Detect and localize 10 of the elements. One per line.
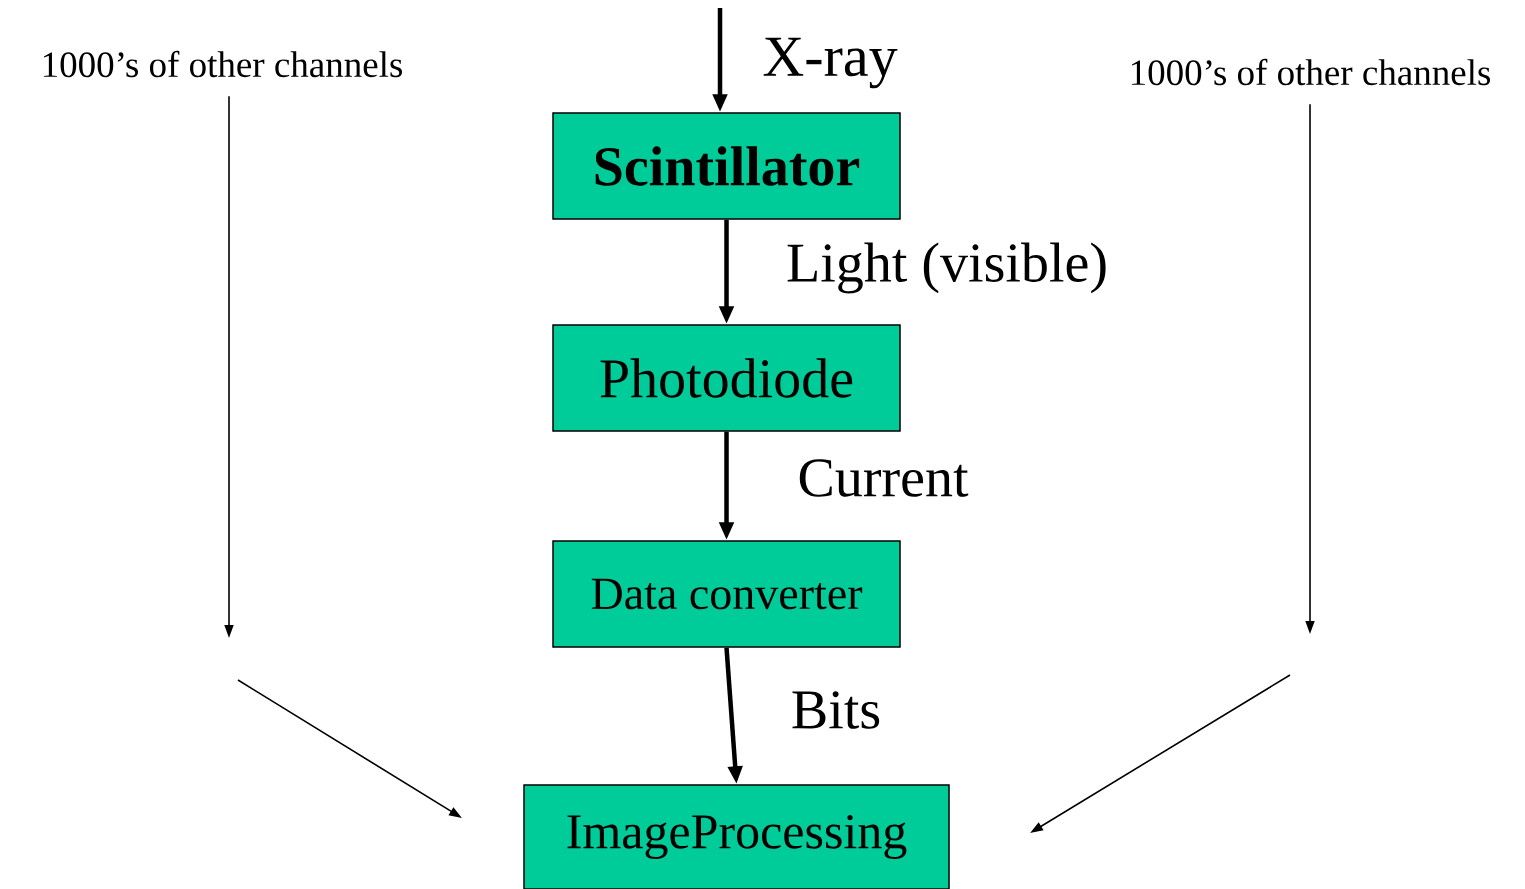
edge-label: Bits — [792, 691, 880, 729]
process-box: Photodiode — [552, 324, 901, 432]
channel-text: 1000’s of other channels — [1131, 58, 1491, 86]
process-box: Data converter — [552, 540, 901, 648]
channel-text: 1000’s of other channels — [43, 50, 403, 78]
process-box: Scintillator — [552, 112, 901, 220]
edge-label: Light (visible) — [787, 242, 1106, 294]
edge-label: X-ray — [763, 37, 898, 89]
process-box: ImageProcessing — [523, 784, 950, 889]
edge-label: Current — [799, 459, 969, 497]
